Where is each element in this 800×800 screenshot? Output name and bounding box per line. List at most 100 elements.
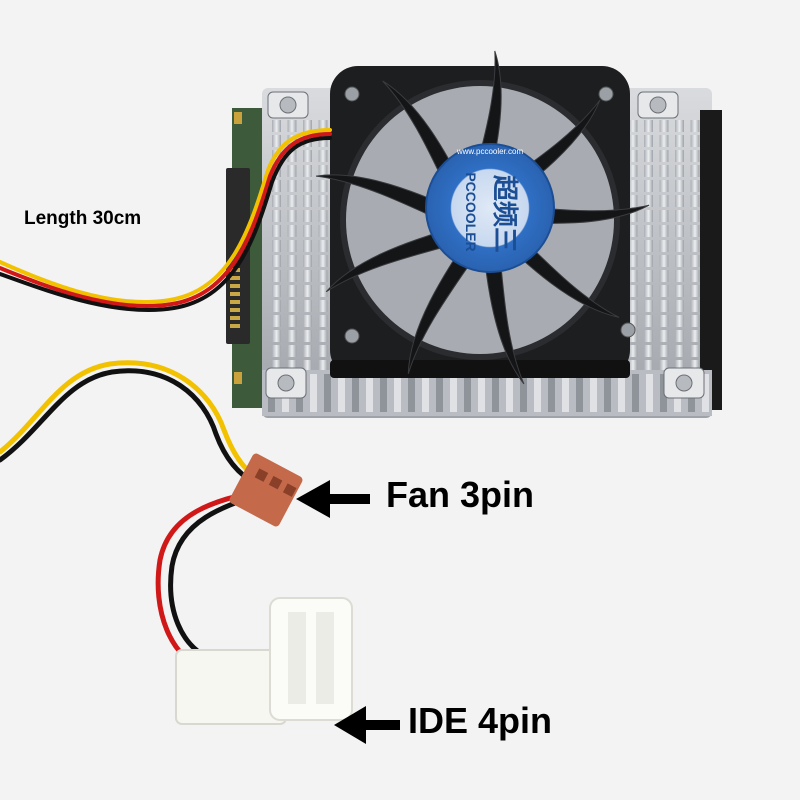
heatsink-fin	[659, 330, 669, 342]
heatsink-fin	[303, 255, 312, 267]
heatsink-fin	[628, 180, 638, 192]
heatsink-rib	[492, 374, 499, 412]
heatsink-fin	[303, 285, 312, 297]
heatsink-fin	[690, 150, 700, 162]
heatsink-fin	[318, 120, 328, 132]
heatsink-fin	[675, 135, 684, 147]
heatsink-fin	[272, 240, 281, 252]
heatsink-fin	[644, 165, 653, 177]
heatsink-fin	[675, 165, 684, 177]
ide-4pin-connector	[175, 597, 353, 725]
heatsink-rib	[408, 374, 415, 412]
heatsink-rib	[380, 374, 387, 412]
heatsink-fin	[628, 255, 638, 267]
fan-3pin-label: Fan 3pin	[386, 474, 535, 515]
heatsink-fin	[272, 270, 281, 282]
heatsink-fin	[318, 330, 328, 342]
heatsink-rib	[590, 374, 597, 412]
heatsink-fin	[675, 225, 684, 237]
heatsink-fin	[318, 195, 328, 207]
heatsink-fin	[644, 195, 653, 207]
heatsink-rib	[352, 374, 359, 412]
heatsink-fin	[690, 225, 700, 237]
heatsink-fin	[303, 345, 312, 357]
heatsink-fin	[675, 315, 684, 327]
heatsink-fin	[287, 330, 297, 342]
heatsink-fin	[659, 345, 669, 357]
heatsink-fin	[690, 240, 700, 252]
heatsink-fin	[690, 270, 700, 282]
heatsink-fin	[675, 195, 684, 207]
heatsink-fin	[272, 345, 281, 357]
heatsink-fin	[272, 300, 281, 312]
heatsink-fin	[272, 135, 281, 147]
heatsink-fin	[628, 210, 638, 222]
heatsink-fin	[287, 180, 297, 192]
ide-4pin-label: IDE 4pin	[408, 700, 553, 741]
heatsink-fin	[644, 270, 653, 282]
heatsink-fin	[690, 315, 700, 327]
heatsink-rib	[422, 374, 429, 412]
heatsink-fin	[690, 195, 700, 207]
heatsink-fin	[690, 210, 700, 222]
heatsink-fin	[303, 270, 312, 282]
heatsink-fin	[287, 165, 297, 177]
heatsink-fin	[303, 120, 312, 132]
heatsink-fin	[272, 180, 281, 192]
heatsink-fin	[272, 225, 281, 237]
heatsink-fin	[690, 360, 700, 372]
hub-brand: PCCOOLER	[463, 172, 479, 251]
heatsink-fin	[628, 360, 638, 372]
heatsink-fin	[659, 165, 669, 177]
heatsink-fin	[272, 330, 281, 342]
heatsink-fin	[659, 360, 669, 372]
heatsink-fin	[287, 270, 297, 282]
heatsink-fin	[628, 150, 638, 162]
heatsink-fin	[675, 120, 684, 132]
heatsink-rib	[632, 374, 639, 412]
heatsink-fin	[303, 330, 312, 342]
heatsink-fin	[644, 150, 653, 162]
heatsink-fin	[659, 240, 669, 252]
heatsink-rib	[520, 374, 527, 412]
heatsink-fin	[272, 315, 281, 327]
heatsink-fin	[318, 255, 328, 267]
heatsink-fin	[644, 285, 653, 297]
heatsink-fin	[303, 195, 312, 207]
heatsink-rib	[548, 374, 555, 412]
heatsink-fin	[644, 360, 653, 372]
heatsink-fin	[659, 270, 669, 282]
heatsink-fin	[318, 270, 328, 282]
heatsink-fin	[690, 330, 700, 342]
heatsink-fin	[644, 255, 653, 267]
heatsink-fin	[287, 285, 297, 297]
heatsink-fin	[644, 120, 653, 132]
heatsink-fin	[675, 255, 684, 267]
heatsink-fin	[287, 345, 297, 357]
heatsink-fin	[690, 300, 700, 312]
cable-length-label: Length 30cm	[24, 208, 142, 229]
heatsink-fin	[659, 120, 669, 132]
heatsink-fin	[690, 285, 700, 297]
heatsink-fin	[675, 240, 684, 252]
heatsink-fin	[318, 300, 328, 312]
heatsink-rib	[464, 374, 471, 412]
heatsink-fin	[287, 240, 297, 252]
heatsink-rib	[366, 374, 373, 412]
cooling-fan: 超频三 PCCOOLER www.pccooler.com	[316, 50, 650, 385]
heatsink-fin	[659, 195, 669, 207]
heatsink-fin	[675, 360, 684, 372]
heatsink-fin	[303, 240, 312, 252]
fan-arrow-icon	[296, 480, 370, 518]
heatsink-rib	[618, 374, 625, 412]
heatsink-fin	[675, 210, 684, 222]
heatsink-fin	[318, 360, 328, 372]
heatsink-fin	[644, 240, 653, 252]
heatsink-fin	[272, 360, 281, 372]
heatsink-fin	[690, 165, 700, 177]
heatsink-fin	[644, 300, 653, 312]
heatsink-fin	[675, 300, 684, 312]
heatsink-fin	[690, 120, 700, 132]
heatsink-fin	[318, 315, 328, 327]
heatsink-fin	[628, 195, 638, 207]
